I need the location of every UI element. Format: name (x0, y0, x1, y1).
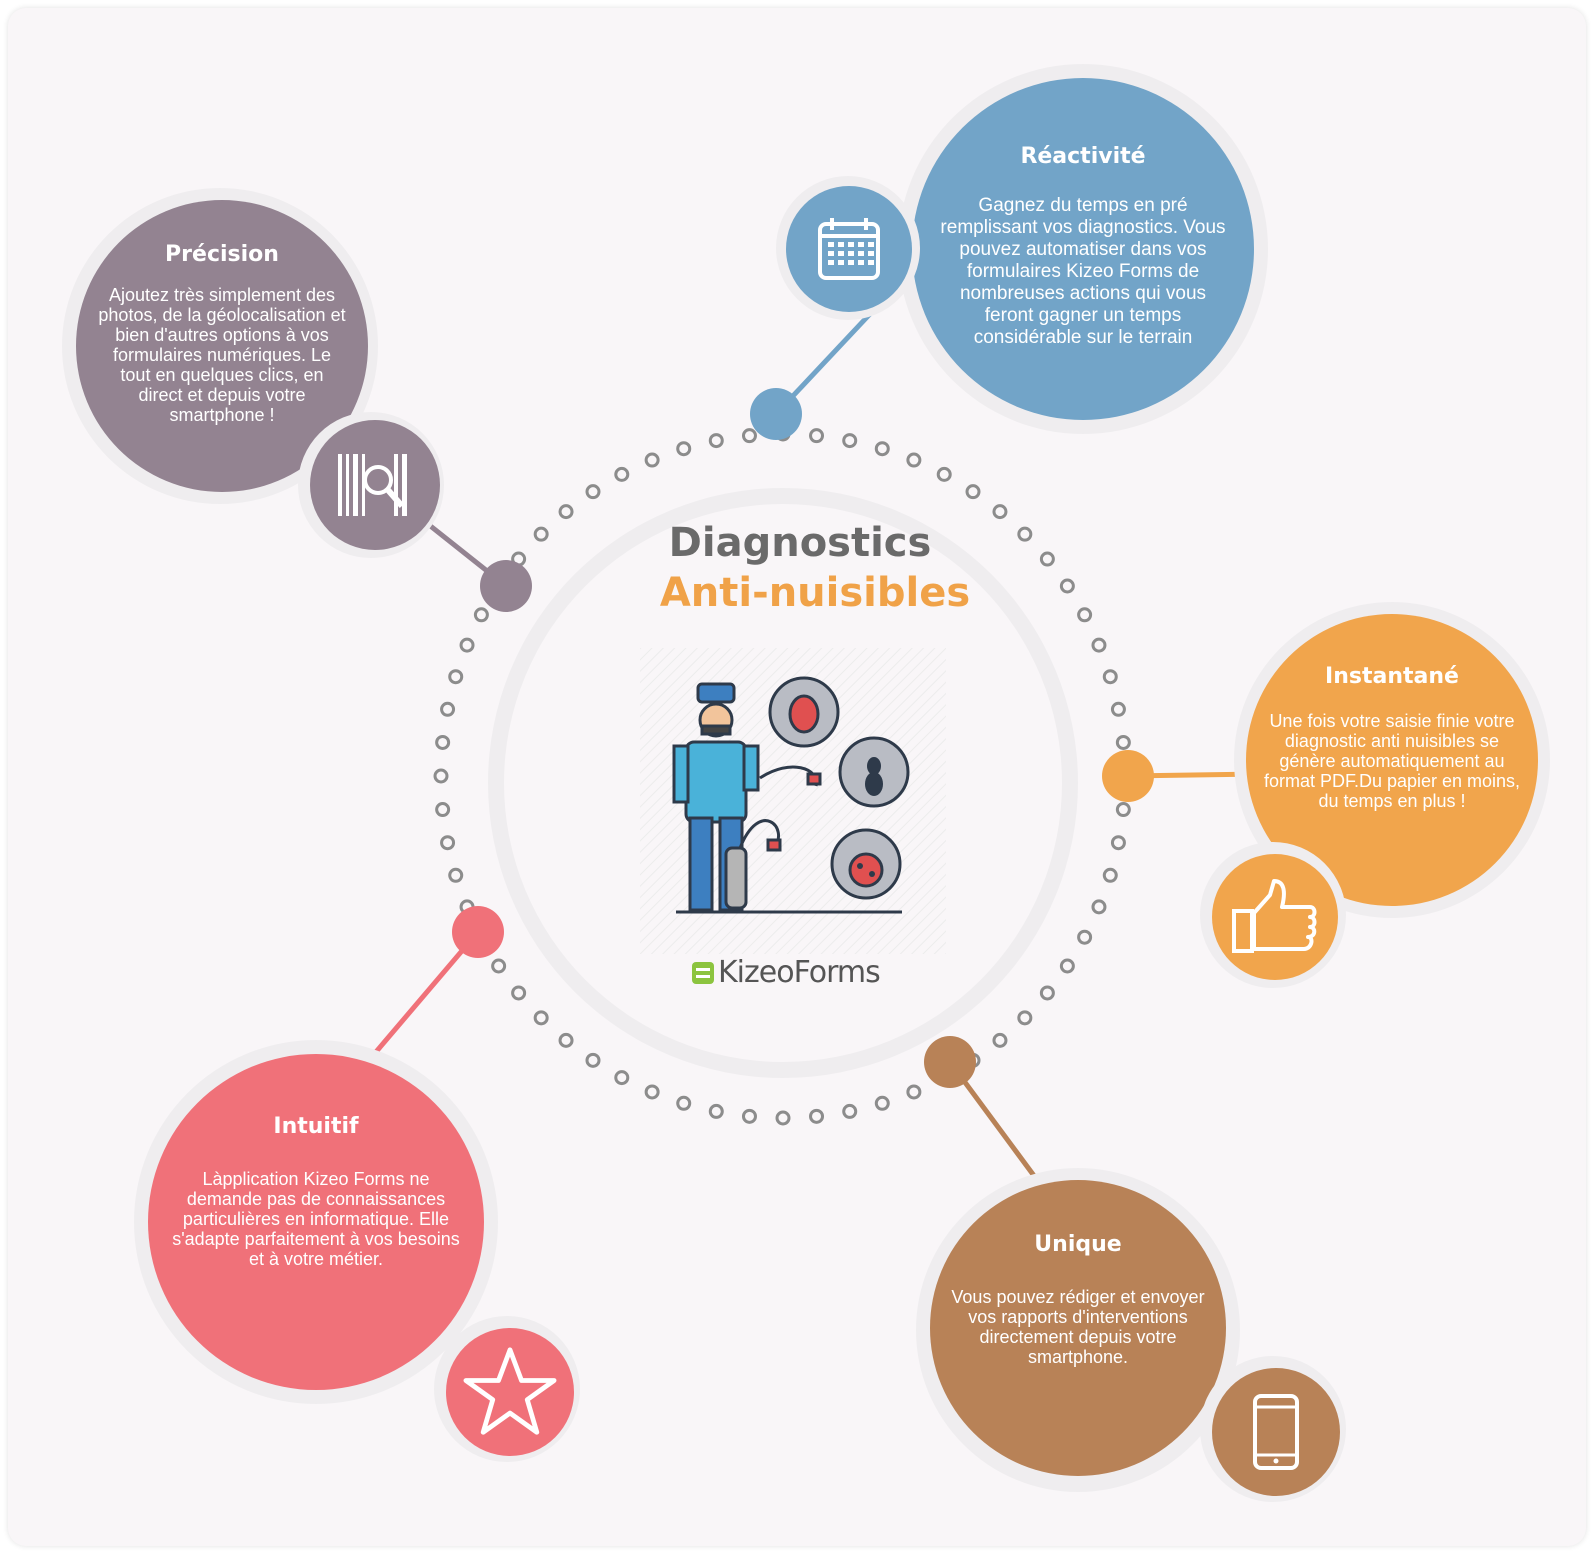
dotted-ring (433, 426, 1133, 1126)
ring-dot (1039, 551, 1055, 567)
ring-dot (965, 484, 981, 500)
calendar-icon (818, 218, 880, 280)
ring-dot (992, 1032, 1008, 1048)
ring-dot (1110, 835, 1126, 851)
unique-connector (947, 1060, 1049, 1194)
ring-dot (1059, 578, 1075, 594)
reactivite-text: Gagnez du temps en pré remplissant vos d… (940, 195, 1226, 348)
ring-dot (473, 607, 489, 623)
page-title: Diagnostics (668, 520, 932, 566)
reactivite-icon-badge (786, 186, 912, 312)
ring-dot (533, 526, 549, 542)
ring-dot (676, 1095, 692, 1111)
ring-dot (448, 867, 464, 883)
intuitif-icon-badge (446, 1328, 574, 1456)
precision-icon-badge (310, 420, 440, 550)
ring-dot (708, 433, 724, 449)
ring-dot (558, 504, 574, 520)
ring-dot (435, 802, 451, 818)
intuitif-connector (362, 930, 480, 1068)
page-subtitle: Anti-nuisibles (659, 570, 971, 616)
unique-bubble: Unique Vous pouvez rédiger et envoyer vo… (930, 1180, 1226, 1476)
unique-text: Vous pouvez rédiger et envoyer vos rappo… (951, 1287, 1205, 1367)
instantane-node (1102, 750, 1154, 802)
intuitif-title: Intuitif (273, 1114, 359, 1139)
ring-dot (676, 441, 692, 457)
kizeo-logo-text: KizeoForms (718, 955, 881, 990)
ring-dot (644, 452, 660, 468)
ring-dot (708, 1103, 724, 1119)
pest-control-illustration (640, 648, 946, 954)
ring-dot (614, 1070, 630, 1086)
ring-dot (585, 1052, 601, 1068)
ring-dot (936, 466, 952, 482)
star-icon (463, 1347, 557, 1435)
reactivite-bubble: Réactivité Gagnez du temps en pré rempli… (912, 78, 1254, 420)
ring-dot (448, 669, 464, 685)
ring-dot (644, 1084, 660, 1100)
unique-node (924, 1036, 976, 1088)
ring-dot (809, 1108, 825, 1124)
ring-dot (1091, 637, 1107, 653)
ring-dot (842, 433, 858, 449)
ring-dot (775, 1110, 791, 1126)
ring-dot (741, 1108, 757, 1124)
precision-title: Précision (165, 242, 279, 267)
reactivite-node (750, 388, 802, 440)
kizeo-logo-icon (692, 961, 714, 984)
ring-dot (1102, 669, 1118, 685)
bedbug-icon (768, 676, 840, 748)
ring-dot (459, 637, 475, 653)
instantane-text: Une fois votre saisie finie votre diagno… (1263, 711, 1521, 811)
ring-dot (585, 484, 601, 500)
ring-dot (874, 441, 890, 457)
ring-dot (1039, 985, 1055, 1001)
ring-dot (992, 504, 1008, 520)
ring-dot (809, 428, 825, 444)
ring-dot (1077, 929, 1093, 945)
ring-dot (1110, 701, 1126, 717)
ring-dot (533, 1010, 549, 1026)
kizeo-logo: KizeoForms (692, 955, 881, 990)
thumbs-up-icon (1232, 879, 1317, 953)
intuitif-node (452, 906, 504, 958)
ant-icon (838, 736, 910, 808)
ring-dot (1115, 802, 1131, 818)
ring-dot (511, 985, 527, 1001)
ring-dot (1091, 899, 1107, 915)
instantane-icon-badge (1212, 854, 1338, 980)
precision-text: Ajoutez très simplement des photos, de l… (98, 285, 346, 425)
intuitif-text: Làpplication Kizeo Forms ne demande pas … (172, 1169, 460, 1269)
ring-dot (1102, 867, 1118, 883)
ring-dot (614, 466, 630, 482)
ring-dot (440, 701, 456, 717)
intuitif-bubble: Intuitif Làpplication Kizeo Forms ne dem… (148, 1054, 484, 1390)
ring-dot (906, 1084, 922, 1100)
barcode-search-icon (338, 454, 407, 516)
technician-icon (672, 682, 902, 914)
ring-dot (433, 768, 449, 784)
ring-dot (1017, 1010, 1033, 1026)
ring-dot (1115, 734, 1131, 750)
ring-dot (491, 958, 507, 974)
ring-dot (1017, 526, 1033, 542)
ring-dot (1077, 607, 1093, 623)
ring-dot (440, 835, 456, 851)
ring-dot (435, 734, 451, 750)
ring-dot (558, 1032, 574, 1048)
ring-dot (741, 428, 757, 444)
smartphone-icon (1253, 1394, 1299, 1470)
ring-dot (1059, 958, 1075, 974)
ring-dot (874, 1095, 890, 1111)
unique-title: Unique (1034, 1232, 1122, 1257)
ring-dot (842, 1103, 858, 1119)
reactivite-title: Réactivité (1020, 144, 1146, 169)
precision-node (480, 560, 532, 612)
instantane-title: Instantané (1325, 664, 1459, 689)
unique-icon-badge (1212, 1368, 1340, 1496)
ring-dot (906, 452, 922, 468)
ladybug-icon (830, 828, 902, 900)
